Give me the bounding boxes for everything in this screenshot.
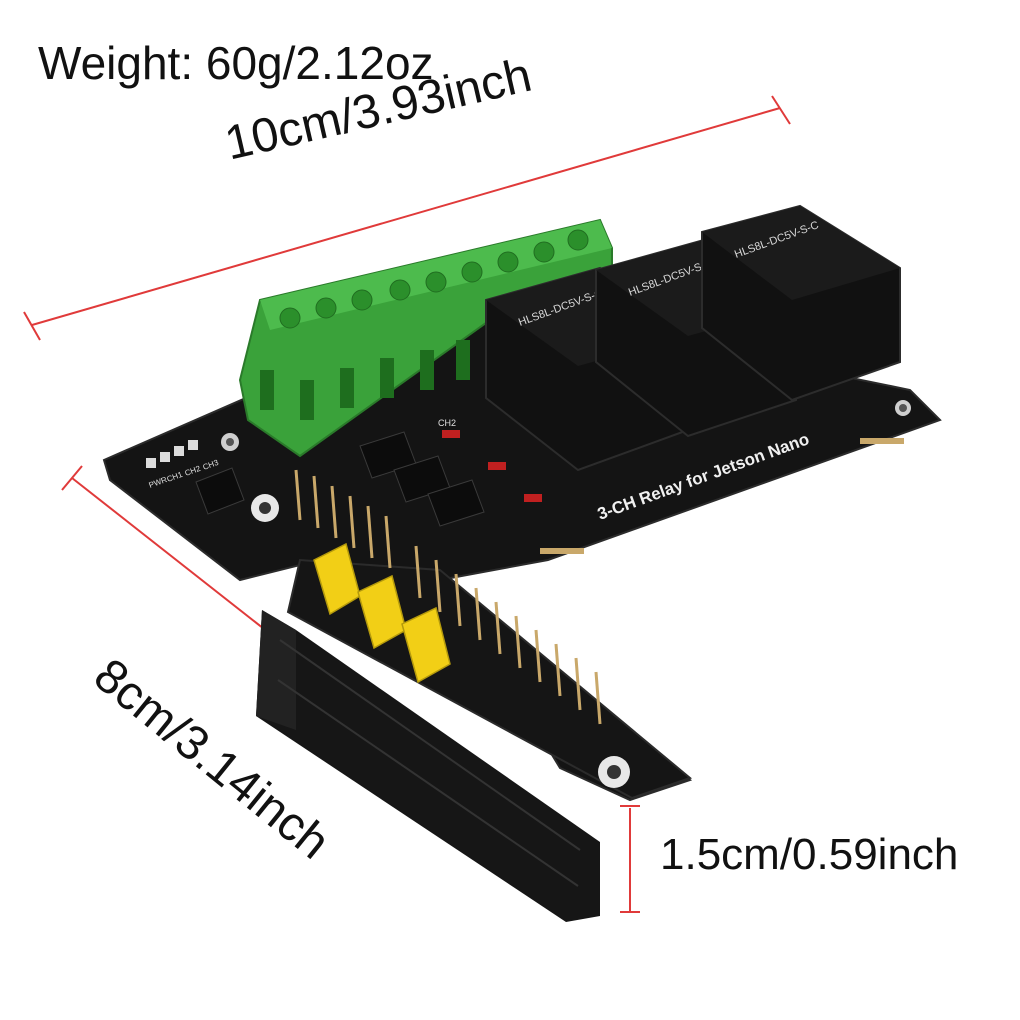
relay-3: HLS8L-DC5V-S-C [701,204,901,402]
weight-label: Weight: 60g/2.12oz [38,37,434,89]
ch2-label: CH2 [438,418,456,428]
jumpers [313,542,451,684]
header-pins [294,469,602,725]
height-dimension-label: 1.5cm/0.59inch [660,830,959,879]
pin-header [256,610,600,922]
